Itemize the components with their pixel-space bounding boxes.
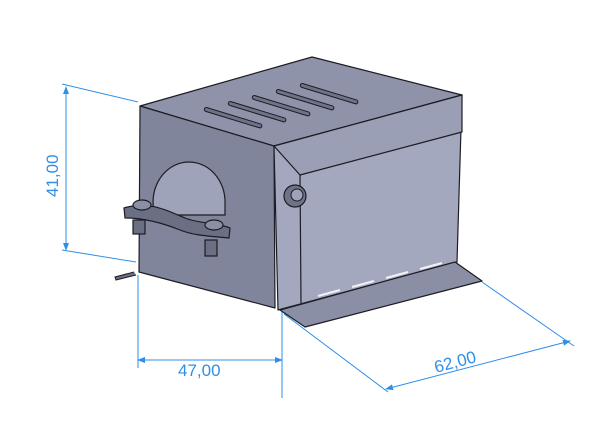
cable-end xyxy=(114,271,137,281)
hinge-slots xyxy=(317,262,443,297)
cable-gland xyxy=(152,161,226,216)
height-dimension-label: 41,00 xyxy=(43,154,62,197)
bottom-flange xyxy=(279,261,483,328)
extension-lines xyxy=(61,83,575,398)
lid-lip xyxy=(273,94,463,176)
width-dimension-label: 47,00 xyxy=(178,361,221,380)
depth-dimension-label: 62,00 xyxy=(432,347,478,376)
vent-slots xyxy=(203,82,359,129)
screw-icon xyxy=(283,184,307,208)
depth-dimension-line xyxy=(385,339,571,391)
cable-clamp xyxy=(123,199,231,257)
